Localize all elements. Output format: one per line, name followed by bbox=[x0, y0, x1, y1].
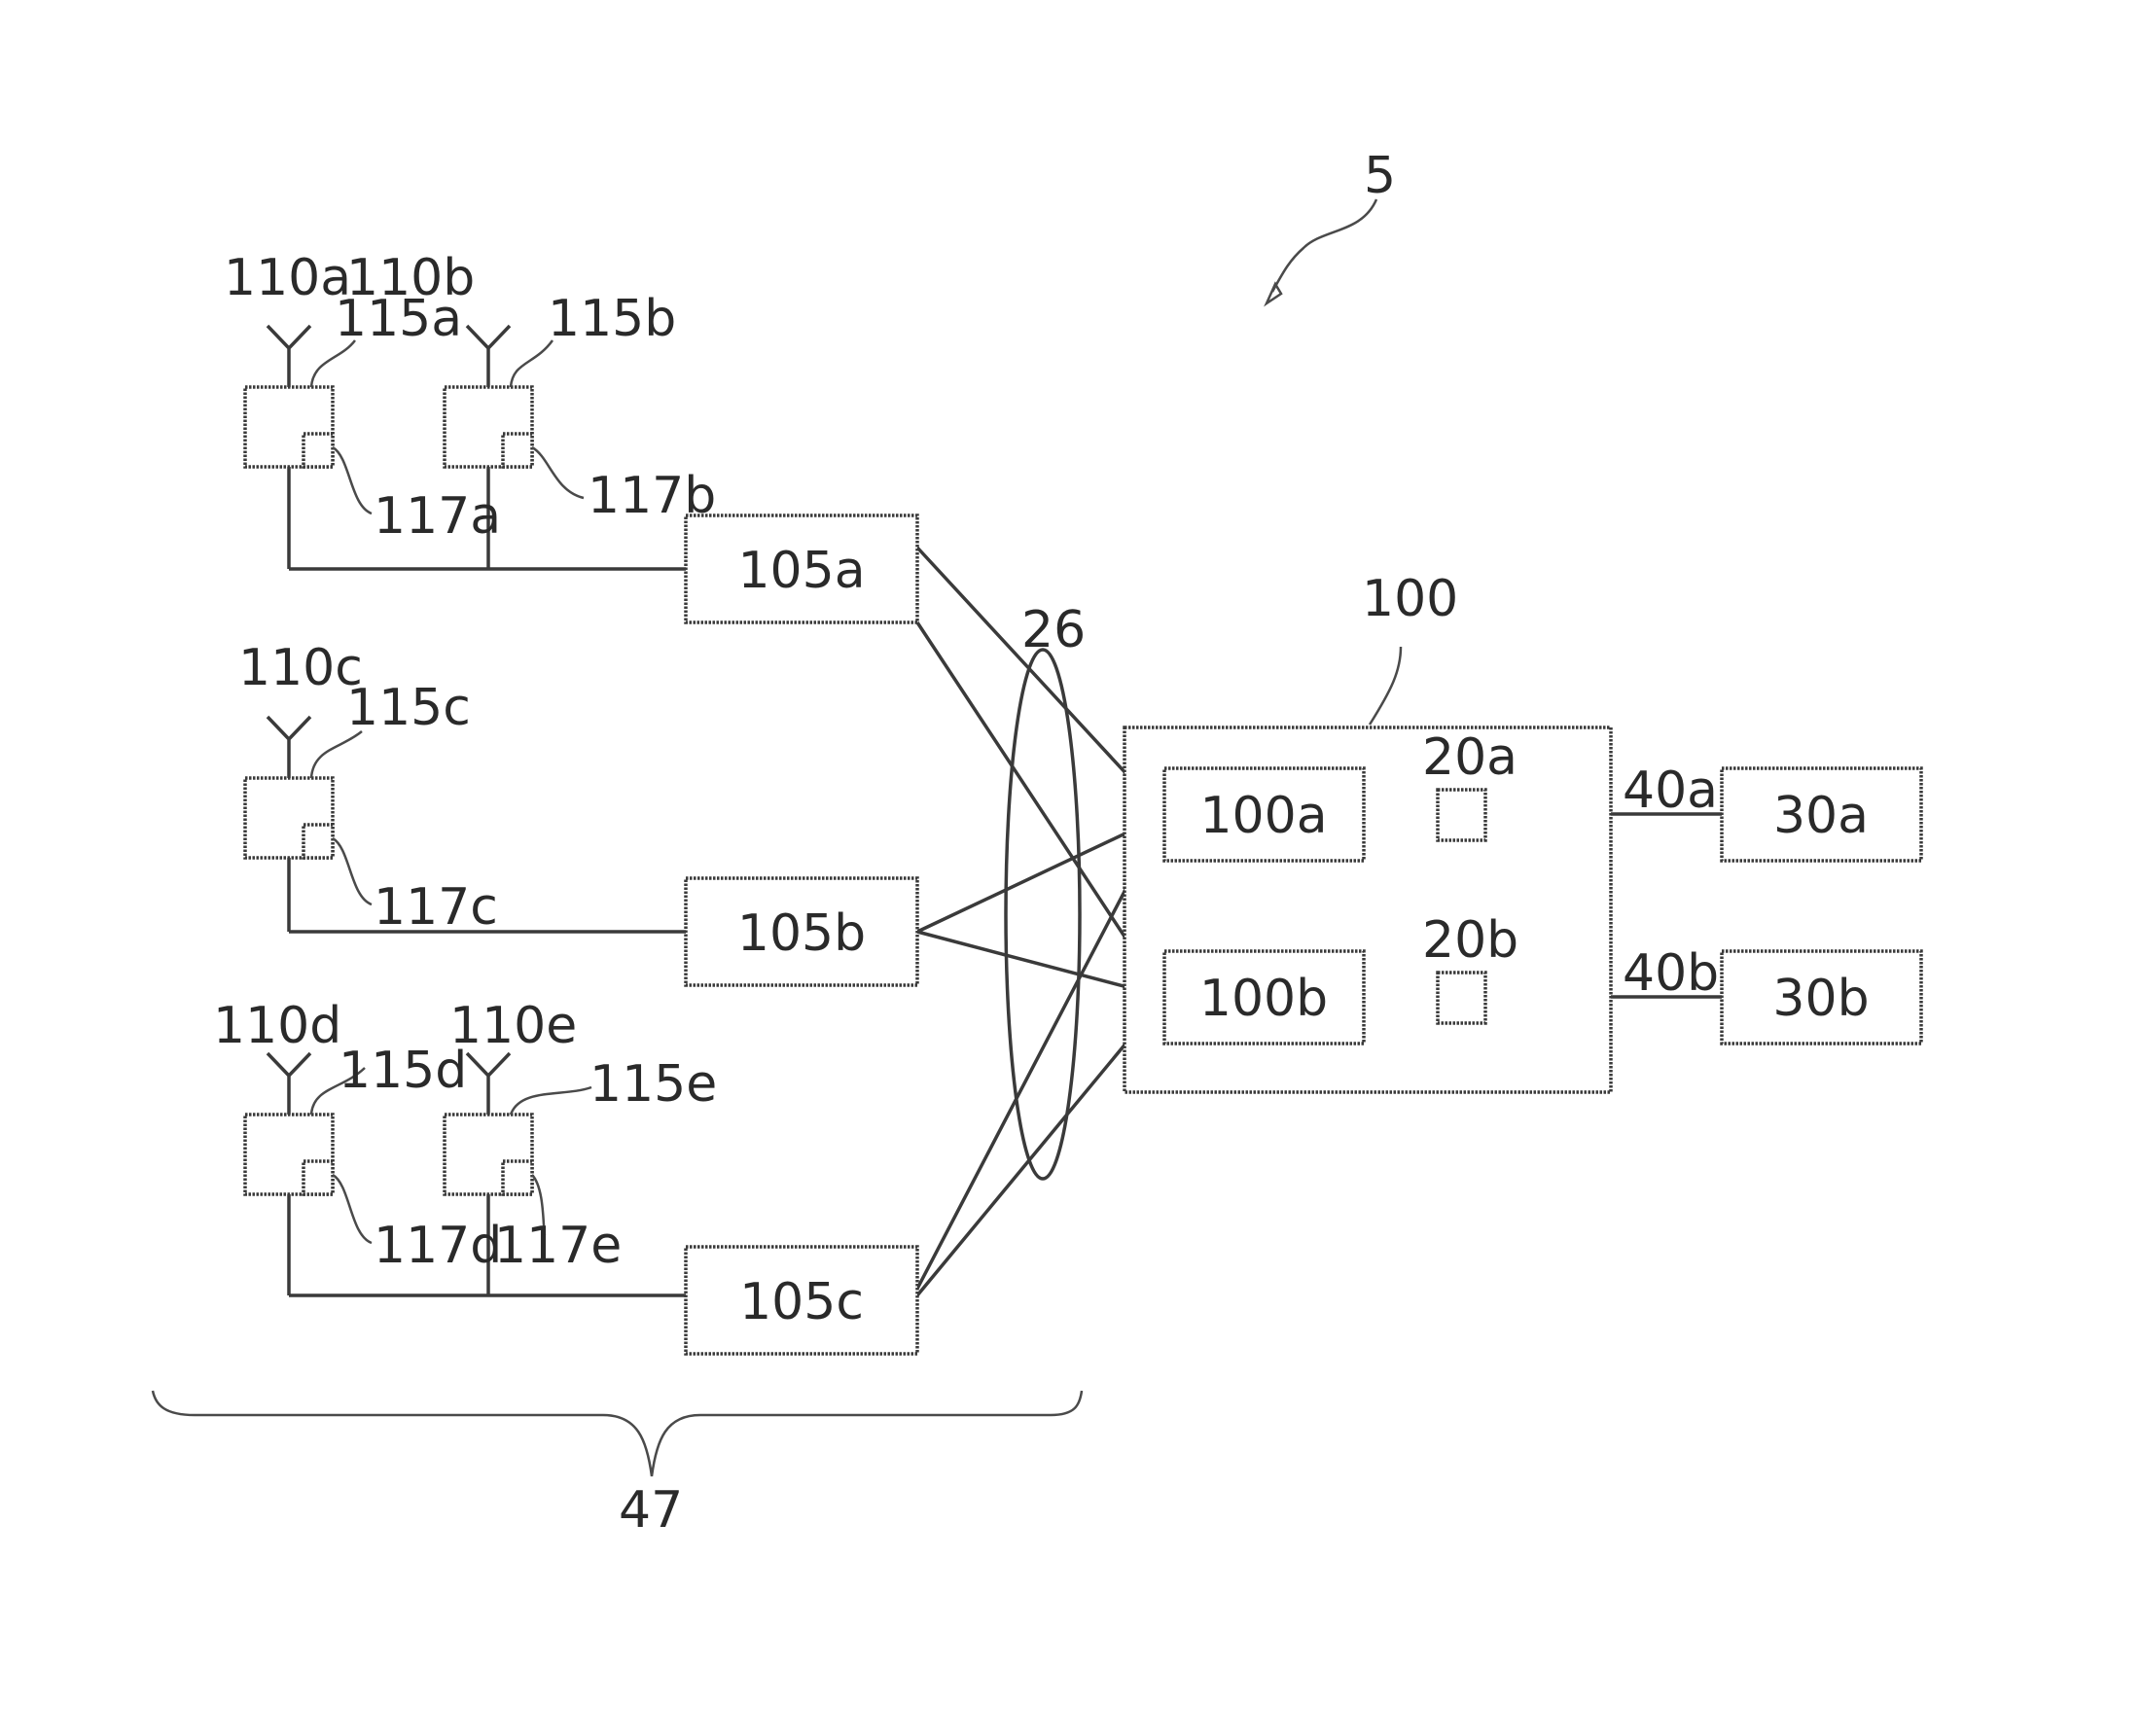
labels: 5 110a 110b 115a 115b 117a 117b 110c 115… bbox=[213, 147, 1870, 1540]
label-sub-117b: 117b bbox=[588, 467, 716, 525]
label-link-40b: 40b bbox=[1623, 944, 1719, 1003]
sub-box-117c bbox=[303, 825, 333, 858]
sub-box-117b bbox=[503, 434, 532, 467]
label-sub-117e: 117e bbox=[494, 1217, 622, 1275]
element-box-20b bbox=[1438, 973, 1485, 1023]
label-link-40a: 40a bbox=[1623, 762, 1718, 820]
link-bundle-ellipse bbox=[1006, 650, 1080, 1179]
label-radio-115a: 115a bbox=[335, 290, 462, 348]
sub-box-117a bbox=[303, 434, 333, 467]
label-sub-117a: 117a bbox=[374, 487, 501, 546]
label-element-20a: 20a bbox=[1422, 728, 1517, 787]
label-radio-115c: 115c bbox=[346, 679, 471, 737]
sub-box-117d bbox=[303, 1161, 333, 1194]
label-node-30a: 30a bbox=[1773, 787, 1869, 845]
label-sub-117c: 117c bbox=[374, 878, 498, 937]
label-hub-105c: 105c bbox=[739, 1273, 864, 1331]
sub-box-117e bbox=[503, 1161, 532, 1194]
label-sub-117d: 117d bbox=[374, 1217, 502, 1275]
label-hub-105a: 105a bbox=[737, 542, 865, 600]
label-antenna-110c: 110c bbox=[238, 639, 363, 697]
label-radio-115d: 115d bbox=[339, 1042, 467, 1100]
label-hub-105b: 105b bbox=[737, 904, 866, 963]
label-antenna-110a: 110a bbox=[224, 249, 351, 307]
label-group-47: 47 bbox=[619, 1481, 683, 1540]
label-unit-100a: 100a bbox=[1199, 787, 1327, 845]
label-node-30b: 30b bbox=[1772, 970, 1869, 1028]
label-antenna-110e: 110e bbox=[449, 997, 577, 1055]
label-element-20b: 20b bbox=[1422, 911, 1518, 970]
label-links-26: 26 bbox=[1021, 601, 1086, 659]
label-ref-system: 5 bbox=[1364, 147, 1396, 205]
label-antenna-110d: 110d bbox=[213, 997, 341, 1055]
label-controller-100: 100 bbox=[1362, 570, 1458, 628]
label-radio-115e: 115e bbox=[589, 1055, 717, 1114]
label-unit-100b: 100b bbox=[1199, 970, 1328, 1028]
label-radio-115b: 115b bbox=[548, 290, 676, 348]
element-box-20a bbox=[1438, 790, 1485, 840]
